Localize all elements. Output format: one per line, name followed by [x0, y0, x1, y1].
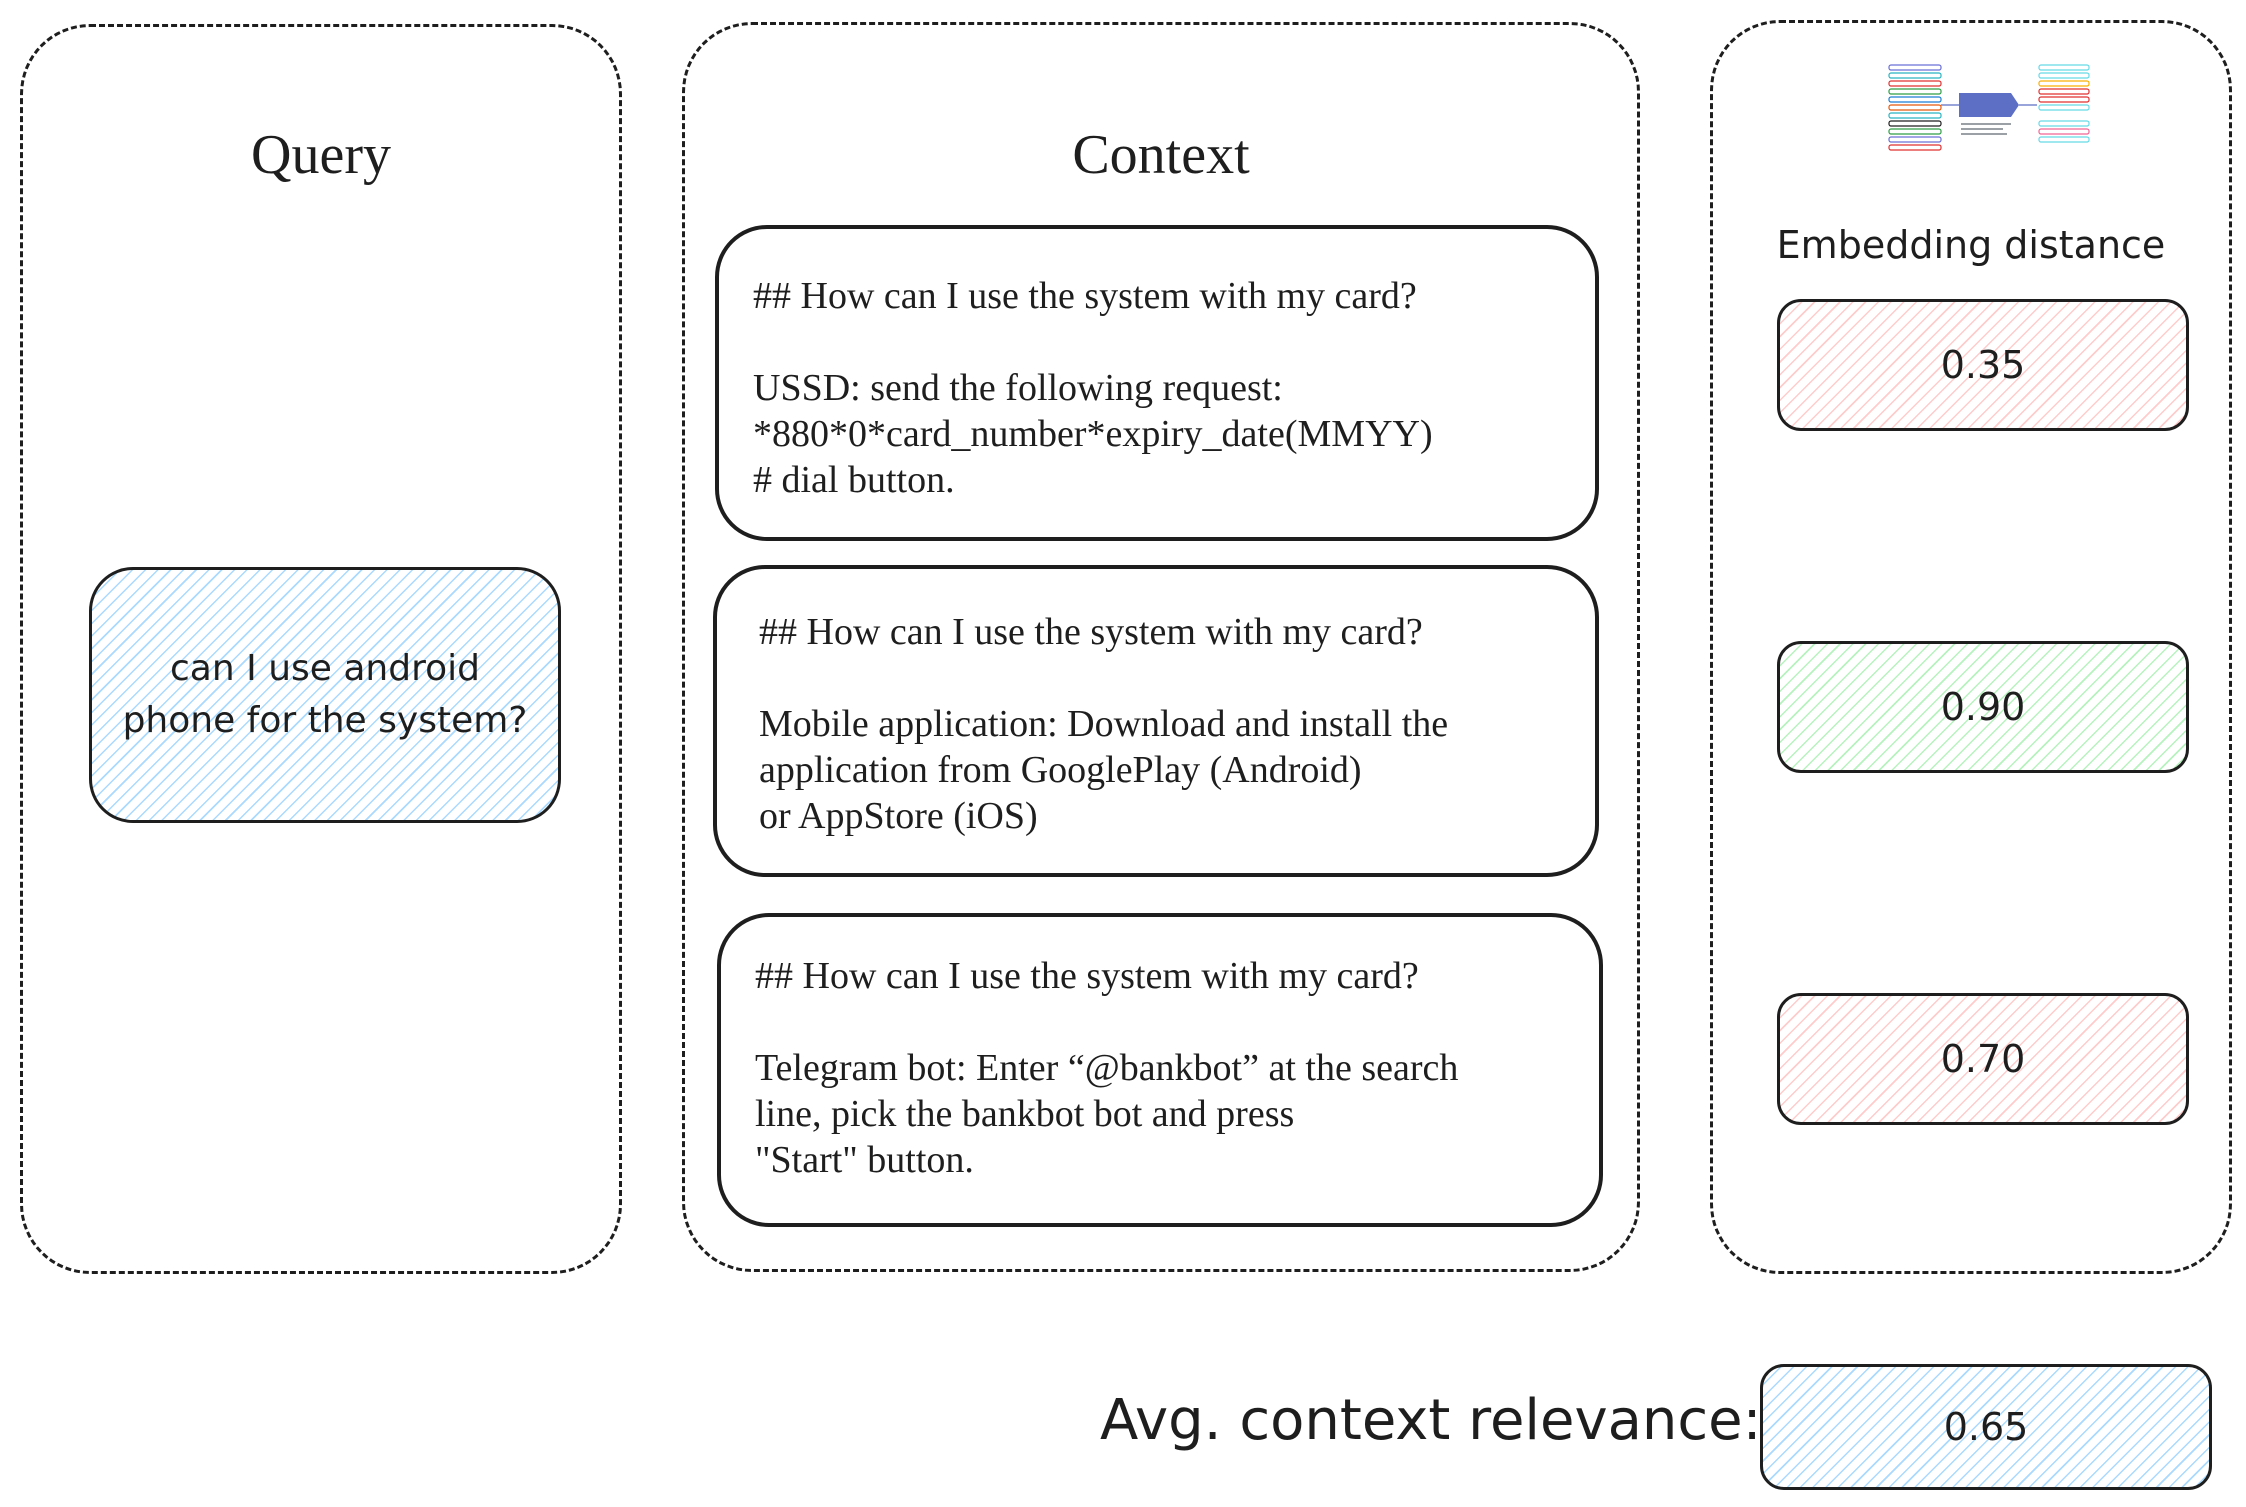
- output-vectors: [2038, 64, 2090, 143]
- context-chunk-heading: ## How can I use the system with my card…: [759, 611, 1423, 653]
- context-chunk-heading: ## How can I use the system with my card…: [753, 275, 1417, 317]
- query-panel: Query can I use android phone for the sy…: [20, 24, 622, 1274]
- input-vectors: [1888, 64, 1942, 151]
- embedding-score-2: 0.90: [1777, 641, 2189, 773]
- query-title: Query: [251, 124, 391, 186]
- query-text: can I use android phone for the system?: [122, 648, 528, 741]
- query-box: can I use android phone for the system?: [89, 567, 561, 823]
- embedding-title: Embedding distance: [1776, 223, 2166, 267]
- embedding-score-1: 0.35: [1777, 299, 2189, 431]
- embedding-panel: Embedding distance 0.35 0.90 0.70: [1710, 20, 2232, 1274]
- context-panel: Context ## How can I use the system with…: [682, 22, 1640, 1272]
- context-chunk-1: ## How can I use the system with my card…: [715, 225, 1599, 541]
- context-title: Context: [1072, 124, 1250, 186]
- context-chunk-body: Mobile application: Download and install…: [759, 703, 1449, 837]
- embedding-score-3: 0.70: [1777, 993, 2189, 1125]
- context-chunk-heading: ## How can I use the system with my card…: [755, 955, 1419, 997]
- context-chunk-body: USSD: send the following request: *880*0…: [753, 367, 1433, 501]
- context-chunk-2: ## How can I use the system with my card…: [713, 565, 1599, 877]
- avg-relevance-label: Avg. context relevance:: [1100, 1388, 1762, 1453]
- embedding-diagram-icon: [1888, 64, 2090, 151]
- avg-relevance-value: 0.65: [1760, 1364, 2212, 1490]
- context-chunk-body: Telegram bot: Enter “@bankbot” at the se…: [755, 1047, 1459, 1181]
- context-chunk-3: ## How can I use the system with my card…: [717, 913, 1603, 1227]
